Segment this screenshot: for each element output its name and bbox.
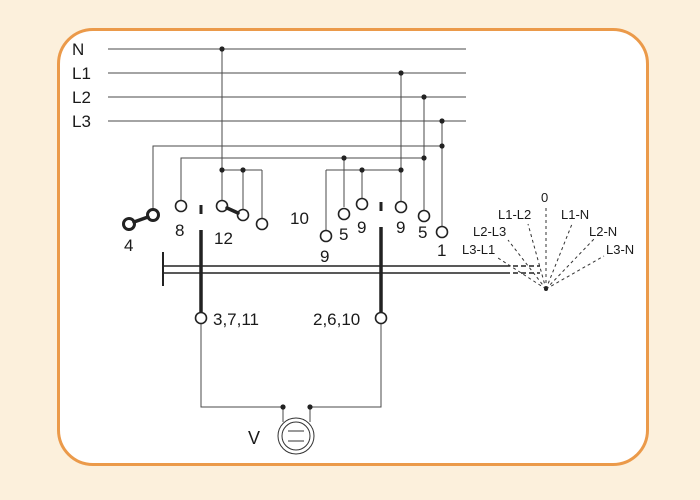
contact-5-left — [337, 207, 351, 221]
contact-8 — [174, 199, 188, 213]
wire-to-8 — [180, 157, 424, 200]
moving-blades — [199, 202, 383, 312]
terminal-right — [374, 311, 388, 325]
bus-label-l2: L2 — [72, 88, 91, 107]
contact-number-10: 10 — [290, 209, 309, 228]
contacts — [122, 197, 449, 243]
contact-number-9-right: 9 — [396, 218, 405, 237]
contact-4-a — [122, 217, 136, 231]
terminal-left — [194, 311, 208, 325]
voltmeter-label: V — [248, 428, 260, 448]
voltmeter-inner-ring — [281, 421, 311, 451]
contact-4-b — [146, 208, 160, 222]
contact-5-right — [417, 209, 431, 223]
selector-shaft — [162, 252, 540, 286]
position-line-l2-n — [545, 238, 595, 290]
link-12 — [225, 206, 240, 215]
position-label-l2-l3: L2-L3 — [473, 224, 506, 239]
contact-9-right — [394, 200, 408, 214]
contact-number-12: 12 — [214, 229, 233, 248]
contact-1 — [435, 225, 449, 239]
contact-number-5-left: 5 — [339, 225, 348, 244]
wire-left-to-meter — [200, 322, 284, 422]
contact-number-8: 8 — [175, 221, 184, 240]
position-label-l1-n: L1-N — [561, 207, 589, 222]
terminal-label-left: 3,7,11 — [213, 310, 259, 329]
junctions — [219, 46, 445, 410]
contact-number-1: 1 — [437, 241, 446, 260]
bus-label-n: N — [72, 40, 84, 59]
contact-links — [132, 206, 240, 224]
contact-12-b — [236, 208, 250, 222]
bus-lines — [108, 48, 466, 122]
position-label-l3-n: L3-N — [606, 242, 634, 257]
terminals — [194, 311, 388, 325]
position-label-l2-n: L2-N — [589, 224, 617, 239]
contact-number-9-mid: 9 — [357, 218, 366, 237]
bus-label-l3: L3 — [72, 112, 91, 131]
diagram-card — [57, 28, 649, 466]
voltmeter — [277, 417, 315, 455]
position-label-0: 0 — [541, 190, 548, 205]
bus-label-l1: L1 — [72, 64, 91, 83]
contact-number-9-left: 9 — [320, 247, 329, 266]
wire-right-to-meter — [309, 322, 382, 422]
position-line-l3-n — [545, 255, 605, 290]
contact-number-5-right: 5 — [418, 223, 427, 242]
position-line-l2-l3 — [507, 239, 547, 290]
contact-9-mid — [355, 197, 369, 211]
terminal-label-right: 2,6,10 — [313, 310, 360, 329]
position-line-l1-n — [545, 223, 573, 290]
position-label-l3-l1: L3-L1 — [462, 242, 495, 257]
wire-l3-to-4 — [152, 145, 442, 210]
position-label-l1-l2: L1-L2 — [498, 207, 531, 222]
voltmeter-outer-ring — [277, 417, 315, 455]
link-4 — [132, 215, 150, 224]
contact-number-4: 4 — [124, 236, 133, 255]
selector-pivot — [544, 287, 548, 291]
contact-12-c — [255, 217, 269, 231]
contact-9-left — [319, 229, 333, 243]
selector-position-lines — [497, 206, 605, 290]
position-line-l1-l2 — [527, 223, 547, 290]
contact-12-a — [215, 199, 229, 213]
